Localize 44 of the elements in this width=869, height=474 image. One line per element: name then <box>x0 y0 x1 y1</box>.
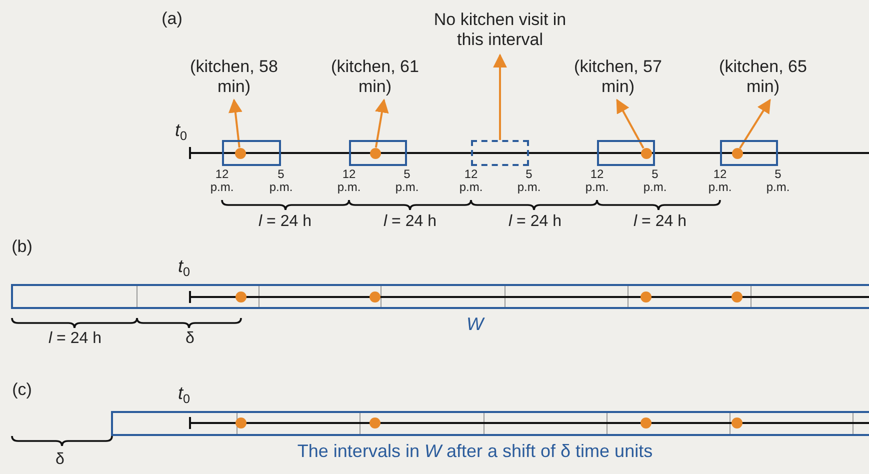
arrow <box>493 54 507 140</box>
time-label: 5 p.m. <box>765 168 791 194</box>
interval-length-label: l = 24 h <box>508 213 562 231</box>
arrow <box>616 98 644 149</box>
time-label: 12 p.m. <box>707 168 733 194</box>
time-label: 5 p.m. <box>268 168 294 194</box>
interval-box <box>597 140 655 166</box>
interval-box <box>349 140 407 166</box>
arrow <box>228 98 242 148</box>
time-label: 5 p.m. <box>516 168 542 194</box>
panel-label: (c) <box>11 381 33 400</box>
arrow <box>739 98 771 149</box>
callout-text: No kitchen visit in this interval <box>420 10 580 54</box>
interval-length-label: l = 24 h <box>48 330 102 348</box>
time-label: 12 p.m. <box>584 168 610 194</box>
time-label: 12 p.m. <box>209 168 235 194</box>
time-label: 12 p.m. <box>458 168 484 194</box>
interval-length-label: l = 24 h <box>382 213 438 231</box>
panel-label: (b) <box>10 238 34 257</box>
callout-text: (kitchen, 61 min) <box>325 57 425 99</box>
shift-label: δ <box>184 330 196 348</box>
interval-length-label: l = 24 h <box>632 213 688 231</box>
interval-length-label: l = 24 h <box>258 213 312 231</box>
caption-text: The intervals in W after a shift of δ time units <box>296 442 654 462</box>
empty-interval-box <box>471 140 529 166</box>
time-label: 5 p.m. <box>394 168 420 194</box>
time-label: 12 p.m. <box>336 168 362 194</box>
time-origin-label: t$_{0}$ <box>176 257 192 277</box>
time-origin-label: t$_{0}$ <box>174 121 188 141</box>
interval-box <box>222 140 281 166</box>
event-dot <box>370 148 380 158</box>
window-label: W <box>466 315 486 335</box>
time-label: 5 p.m. <box>642 168 668 194</box>
shift-label: δ <box>54 451 66 469</box>
time-origin-label: t$_{0}$ <box>176 384 192 404</box>
callout-text: (kitchen, 65 min) <box>713 57 813 99</box>
event-dot <box>640 148 652 158</box>
panel-label: (a) <box>160 10 184 29</box>
interval-box <box>720 140 778 166</box>
callout-text: (kitchen, 58 min) <box>184 57 284 99</box>
callout-text: (kitchen, 57 min) <box>568 57 668 99</box>
event-dot <box>234 148 246 158</box>
event-dot <box>732 148 742 158</box>
arrow <box>374 98 389 148</box>
